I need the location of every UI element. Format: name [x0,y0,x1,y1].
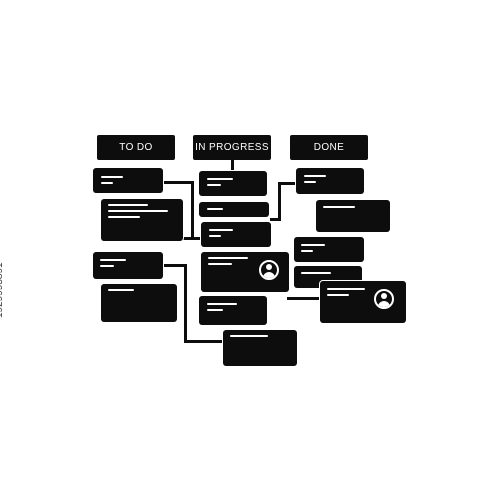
task-card-text-line [304,175,326,177]
column-header-in-progress[interactable]: IN PROGRESS [193,135,271,160]
user-avatar-icon [259,260,279,280]
task-card-in-progress[interactable] [223,330,297,366]
task-card-text-line [101,182,113,184]
stock-id-watermark: 1929995891 [0,262,5,318]
task-card-in-progress[interactable] [201,222,271,247]
connector-line [191,181,194,239]
column-header-todo[interactable]: TO DO [97,135,175,160]
task-card-text-line [108,210,168,212]
connector-line [183,237,201,240]
connector-line [270,218,281,221]
connector-line [280,182,296,185]
task-card-done[interactable] [320,281,406,323]
task-card-text-line [108,204,148,206]
header-connector [231,160,234,172]
task-card-done[interactable] [294,237,364,262]
task-card-in-progress[interactable] [201,252,289,292]
task-card-text-line [207,303,237,305]
task-card-todo[interactable] [93,252,163,279]
task-card-in-progress[interactable] [199,202,269,217]
connector-line [163,181,193,184]
task-card-text-line [100,259,126,261]
task-card-text-line [207,184,221,186]
task-card-todo[interactable] [93,168,163,193]
connector-line [287,297,321,300]
task-card-in-progress[interactable] [199,296,267,325]
task-card-text-line [208,263,232,265]
task-card-text-line [301,244,325,246]
task-card-done[interactable] [316,200,390,232]
task-card-in-progress[interactable] [199,171,267,196]
task-card-text-line [301,272,331,274]
connector-line [278,182,281,220]
task-card-text-line [208,257,248,259]
task-card-text-line [207,208,223,210]
task-card-text-line [209,235,221,237]
task-card-text-line [101,176,123,178]
task-card-text-line [207,178,233,180]
task-card-text-line [100,265,114,267]
task-card-text-line [327,294,349,296]
task-card-text-line [209,229,233,231]
task-card-todo[interactable] [101,199,183,241]
task-card-text-line [207,309,223,311]
connector-line [184,264,187,342]
connector-line [184,340,224,343]
task-card-text-line [108,216,140,218]
task-card-text-line [301,250,313,252]
task-card-todo[interactable] [101,284,177,322]
task-card-done[interactable] [296,168,364,194]
task-card-text-line [323,206,355,208]
task-card-text-line [304,181,316,183]
task-card-text-line [108,289,134,291]
column-header-done[interactable]: DONE [290,135,368,160]
connector-line [162,264,186,267]
task-card-text-line [230,335,268,337]
user-avatar-icon [374,289,394,309]
task-card-text-line [327,288,365,290]
